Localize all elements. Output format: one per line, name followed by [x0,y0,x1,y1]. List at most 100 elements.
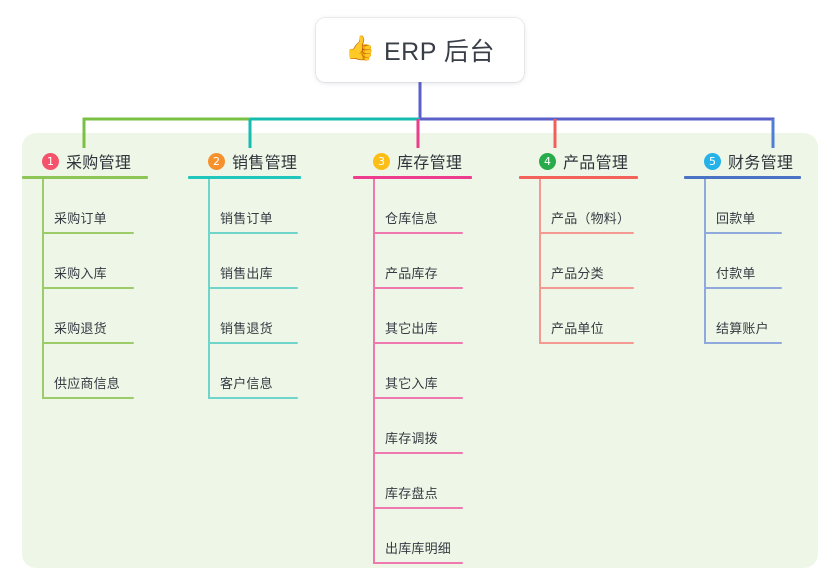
branch-header-rule [188,176,301,179]
branch-header-rule [22,176,148,179]
leaf-item[interactable]: 供应商信息 [22,344,172,399]
leaf-item[interactable]: 库存调拨 [353,399,503,454]
branch-spine-line [704,179,706,344]
branch-header-4[interactable]: 4 产品管理 [519,143,669,179]
leaf-rule [373,397,463,399]
leaf-item[interactable]: 出库库明细 [353,509,503,564]
leaf-rule [539,342,634,344]
leaf-label: 销售订单 [220,211,273,226]
leaf-label: 产品库存 [385,266,438,281]
branch-header-rule [519,176,638,179]
leaf-rule [208,232,298,234]
branch-column-4: 4 产品管理产品（物料） 产品分类产品单位 [519,143,669,344]
branch-header-rule [684,176,801,179]
leaf-rule [42,342,134,344]
thumbs-up-emoji: 👍 [345,35,375,62]
branch-spine-line [539,179,541,344]
leaf-label: 销售退货 [220,321,273,336]
leaf-label: 产品（物料） [551,211,631,226]
leaf-item[interactable]: 结算账户 [684,289,824,344]
branch-leaf-list: 采购订单采购入库采购退货供应商信息 [22,179,172,399]
branch-title: 采购管理 [66,155,132,172]
branch-leaf-list: 回款单付款单结算账户 [684,179,824,344]
leaf-rule [704,232,782,234]
leaf-label: 销售出库 [220,266,273,281]
leaf-rule [208,287,298,289]
leaf-rule [208,397,298,399]
leaf-label: 产品分类 [551,266,604,281]
leaf-rule [42,287,134,289]
leaf-item[interactable]: 销售出库 [188,234,338,289]
leaf-label: 结算账户 [716,321,769,336]
branch-header-2[interactable]: 2 销售管理 [188,143,338,179]
leaf-label: 库存调拨 [385,431,438,446]
leaf-item[interactable]: 产品分类 [519,234,669,289]
branch-header-1[interactable]: 1 采购管理 [22,143,172,179]
branch-spine-line [208,179,210,399]
branch-number-badge: 1 [42,152,59,170]
leaf-rule [704,342,782,344]
leaf-item[interactable]: 采购订单 [22,179,172,234]
leaf-item[interactable]: 采购入库 [22,234,172,289]
branch-number-badge: 4 [539,152,556,170]
leaf-item[interactable]: 产品单位 [519,289,669,344]
branch-title: 库存管理 [397,155,463,172]
branch-spine-line [42,179,44,399]
branch-column-1: 1 采购管理采购订单采购入库采购退货供应商信息 [22,143,172,399]
leaf-label: 采购退货 [54,321,107,336]
leaf-item[interactable]: 产品库存 [353,234,503,289]
leaf-rule [42,232,134,234]
leaf-item[interactable]: 付款单 [684,234,824,289]
leaf-item[interactable]: 产品（物料） [519,179,669,234]
leaf-label: 库存盘点 [385,486,438,501]
leaf-item[interactable]: 回款单 [684,179,824,234]
leaf-label: 产品单位 [551,321,604,336]
branch-spine-line [373,179,375,564]
leaf-label: 采购入库 [54,266,107,281]
branch-leaf-list: 产品（物料） 产品分类产品单位 [519,179,669,344]
leaf-label: 采购订单 [54,211,107,226]
leaf-rule [208,342,298,344]
leaf-label: 客户信息 [220,376,273,391]
branches-panel [22,133,818,568]
branch-header-rule [353,176,472,179]
leaf-item[interactable]: 销售退货 [188,289,338,344]
root-title: ERP 后台 [383,38,495,66]
leaf-rule [373,452,463,454]
leaf-label: 仓库信息 [385,211,438,226]
leaf-item[interactable]: 销售订单 [188,179,338,234]
leaf-rule [539,232,634,234]
branch-leaf-list: 销售订单销售出库销售退货客户信息 [188,179,338,399]
leaf-item[interactable]: 其它入库 [353,344,503,399]
leaf-label: 其它出库 [385,321,438,336]
leaf-rule [539,287,634,289]
leaf-item[interactable]: 仓库信息 [353,179,503,234]
leaf-item[interactable]: 客户信息 [188,344,338,399]
leaf-item[interactable]: 其它出库 [353,289,503,344]
branch-number-badge: 2 [208,152,225,170]
branch-column-2: 2 销售管理销售订单销售出库销售退货客户信息 [188,143,338,399]
leaf-label: 出库库明细 [385,541,452,556]
branch-leaf-list: 仓库信息产品库存其它出库其它入库库存调拨库存盘点出库库明细 [353,179,503,564]
leaf-rule [373,562,463,564]
leaf-label: 其它入库 [385,376,438,391]
leaf-item[interactable]: 库存盘点 [353,454,503,509]
leaf-rule [373,507,463,509]
branch-title: 销售管理 [232,155,298,172]
root-node[interactable]: 👍 ERP 后台 [316,18,524,82]
leaf-rule [42,397,134,399]
leaf-rule [373,232,463,234]
leaf-rule [704,287,782,289]
leaf-rule [373,287,463,289]
leaf-label: 供应商信息 [54,376,121,391]
leaf-label: 付款单 [716,266,756,281]
leaf-item[interactable]: 采购退货 [22,289,172,344]
leaf-rule [373,342,463,344]
branch-title: 产品管理 [563,155,629,172]
